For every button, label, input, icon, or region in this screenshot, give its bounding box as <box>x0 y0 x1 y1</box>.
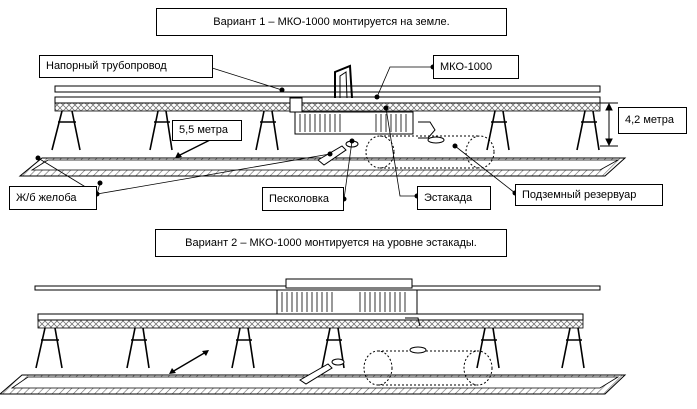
v2-distance-dimension <box>169 350 209 374</box>
v1-height-dimension <box>600 102 618 147</box>
variant2-title: Вариант 2 – МКО-1000 монтируется на уров… <box>155 229 507 257</box>
v1-pressure-pipe <box>54 85 601 93</box>
variant1-drawing <box>18 64 627 202</box>
v1-trough <box>18 157 627 177</box>
v2-mko-unit <box>276 278 418 315</box>
v1-leader-lines <box>37 66 516 200</box>
label-distance: 5,5 метра <box>172 120 242 141</box>
label-mko: МКО-1000 <box>433 55 519 79</box>
v2-underground-tank <box>363 350 493 386</box>
v2-sand-trap <box>299 317 427 385</box>
label-trestle: Эстакада <box>417 186 491 210</box>
label-sand-trap: Песколовка <box>262 187 344 211</box>
variant1-title: Вариант 1 – МКО-1000 монтируется на земл… <box>156 8 507 36</box>
v1-trestle-legs <box>51 110 600 151</box>
label-pressure-pipe: Напорный трубопровод <box>39 55 213 78</box>
label-height: 4,2 метра <box>618 107 687 134</box>
v1-trestle-deck <box>54 96 601 112</box>
variant2-drawing <box>0 278 627 395</box>
label-trough: Ж/б желоба <box>9 186 97 210</box>
v1-underground-tank <box>365 135 495 169</box>
v2-trestle-deck <box>37 313 584 329</box>
v1-mko-unit <box>289 64 436 139</box>
v1-leader-dots <box>35 64 518 202</box>
label-underground-tank: Подземный резервуар <box>515 184 663 206</box>
v2-trestle-legs <box>35 327 585 369</box>
